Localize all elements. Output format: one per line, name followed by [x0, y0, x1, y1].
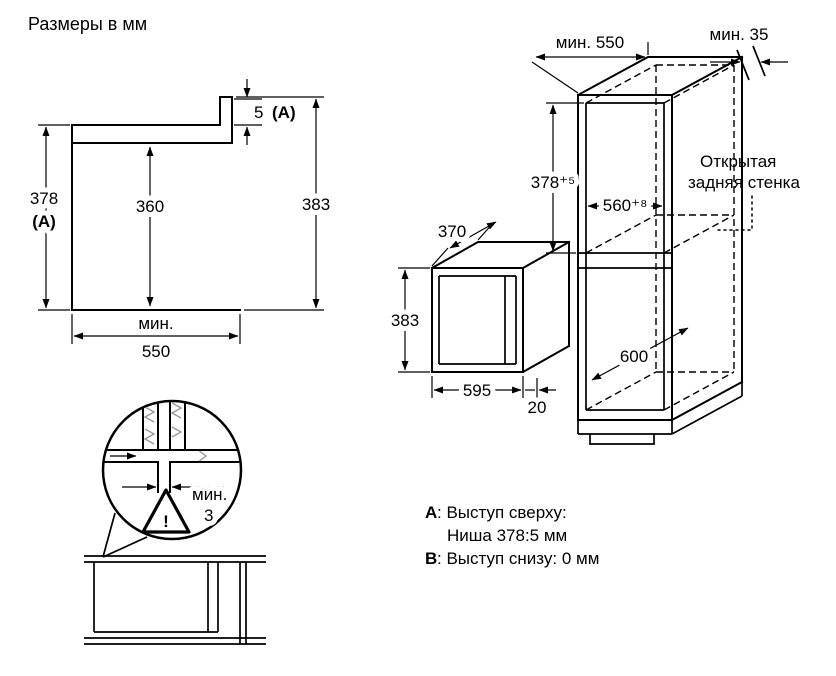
wood-grain-hatch — [171, 426, 183, 438]
dim-378-label: 378 — [30, 189, 58, 208]
wood-grain-hatch — [170, 402, 183, 419]
ext-lines-mw-height — [398, 267, 430, 373]
note-a-text: : Выступ сверху: — [437, 503, 567, 522]
dim-378-ref-label: (A) — [32, 212, 56, 231]
niche-width-tolerance-label: 560⁺⁸ — [603, 196, 648, 215]
ext-lines-550 — [71, 314, 241, 344]
cabinet-inner-depth-label: 600 — [620, 347, 648, 366]
note-b-key: B — [425, 549, 437, 568]
mw-width-label: 595 — [463, 381, 491, 400]
open-back-wall-label-line1: Открытая — [700, 152, 776, 171]
microwave-door — [438, 275, 517, 365]
note-b-text: : Выступ снизу: 0 мм — [437, 549, 599, 568]
ext-lines-5 — [234, 98, 262, 126]
detail-content — [104, 402, 240, 493]
dim-5-ref-label: (A) — [272, 103, 296, 122]
ext-lines-383 — [236, 96, 324, 311]
wall-gap-min-label: мин. 35 — [710, 25, 769, 44]
dim-550-label: 550 — [142, 342, 170, 361]
wood-grain-hatch — [143, 428, 156, 445]
callout-pointer — [102, 512, 148, 558]
ext-lines-depth — [531, 42, 649, 94]
mw-height-label: 383 — [391, 311, 419, 330]
microwave-isometric-drawing — [430, 240, 571, 374]
note-a-line2: Ниша 378:5 мм — [447, 526, 567, 545]
note-a-key: A — [425, 503, 437, 522]
open-back-wall-label-line2: задняя стенка — [688, 173, 800, 192]
detail-circle — [101, 399, 243, 541]
hidden-back-edges — [585, 64, 735, 411]
detail-panel — [104, 449, 240, 493]
mw-depth-label: 370 — [438, 222, 466, 241]
cabinet-side-wall — [239, 562, 247, 644]
cabinet-base — [577, 382, 743, 445]
cabinet-isometric-drawing — [576, 55, 744, 445]
niche-dimensions: 378 (A) 360 5 (A) 383 мин. 550 — [25, 79, 335, 366]
counter-section-drawing — [84, 555, 266, 645]
door-offset-label: 20 — [528, 398, 547, 417]
wood-grain-hatch — [143, 406, 156, 423]
warning-triangle: ! — [141, 488, 191, 534]
niche-section-drawing — [71, 96, 241, 311]
notes-block: A : Выступ сверху: Ниша 378:5 мм B : Выс… — [425, 503, 599, 568]
detail-gap-label: 3 — [204, 506, 213, 525]
counter-panels — [84, 555, 266, 645]
niche-outline — [71, 96, 241, 311]
dim-383-label: 383 — [302, 195, 330, 214]
dim-5-label: 5 — [254, 103, 263, 122]
microwave-outline — [430, 240, 571, 374]
wood-grain-hatch — [197, 449, 208, 463]
detail-callout: мин. 3 ! — [101, 399, 243, 558]
dim-360-label: 360 — [136, 197, 164, 216]
microwave-dimensions: 370 383 595 20 — [386, 217, 556, 422]
wall-section-marks — [736, 45, 766, 81]
appliance-box — [93, 562, 219, 633]
niche-min-label: мин. — [138, 314, 173, 333]
niche-height-tolerance-label: 378⁺⁵ — [531, 173, 575, 192]
warning-exclamation: ! — [163, 512, 169, 531]
ext-lines-mw-width — [431, 376, 538, 398]
detail-min-label: мин. — [192, 485, 227, 504]
ext-lines-378 — [38, 124, 70, 311]
warning-triangle-shape — [141, 488, 191, 534]
dim-line-mw-depth — [449, 221, 497, 249]
cabinet-inner-frame — [578, 102, 672, 411]
open-back-leader: Открытая задняя стенка — [688, 152, 800, 231]
dotted-leader-line — [715, 195, 753, 231]
cabinet-outline — [576, 55, 744, 422]
page-title: Размеры в мм — [28, 14, 147, 34]
cabinet-depth-min-label: мин. 550 — [556, 33, 624, 52]
dim-line-600 — [591, 327, 689, 381]
detail-walls — [142, 402, 186, 451]
